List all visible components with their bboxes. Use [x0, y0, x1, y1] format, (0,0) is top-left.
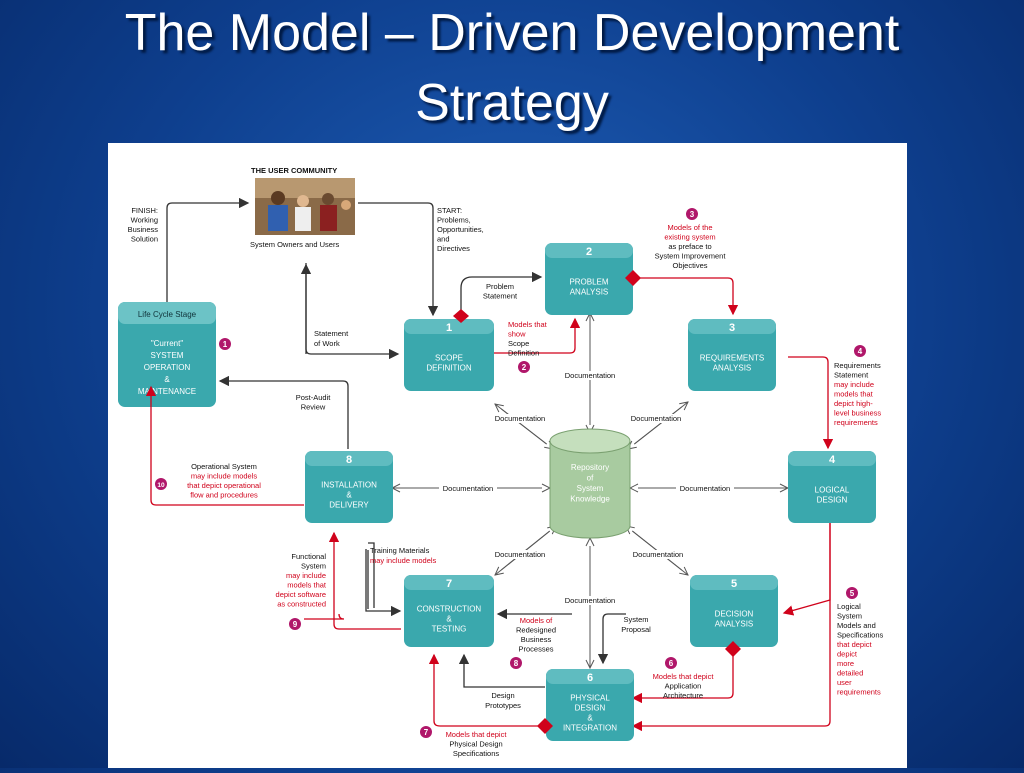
- annotation-marker: [420, 726, 432, 738]
- documentation-label: Documentation: [565, 596, 615, 605]
- phase-number: 7: [446, 578, 452, 590]
- documentation-label: Documentation: [495, 414, 545, 423]
- phase-number: 3: [729, 322, 735, 334]
- phase-number: 8: [346, 454, 352, 466]
- phase-number: 6: [587, 672, 593, 684]
- slide-title-line1: The Model – Driven Development: [124, 4, 900, 62]
- documentation-label: Documentation: [495, 550, 545, 559]
- lifecycle-header: Life Cycle Stage: [138, 310, 197, 319]
- annotation-marker: [289, 618, 301, 630]
- documentation-label: Documentation: [680, 484, 730, 493]
- annotation-marker: [219, 338, 231, 350]
- annotation-number: 4: [858, 347, 863, 356]
- annotation-number: 5: [850, 589, 855, 598]
- annotation-marker: [665, 657, 677, 669]
- annotation-number: 10: [157, 482, 165, 489]
- phase-number: 5: [731, 578, 737, 590]
- annotation-number: 7: [424, 728, 429, 737]
- annotation-marker: [518, 361, 530, 373]
- annotation-number: 9: [293, 620, 298, 629]
- annotation-marker: [686, 208, 698, 220]
- phase-number: 4: [829, 454, 836, 466]
- slide-title-line2: Strategy: [415, 74, 609, 132]
- annotation-number: 3: [690, 210, 695, 219]
- annotation-number: 2: [522, 363, 527, 372]
- annotation-marker: [155, 478, 167, 490]
- phase-number: 1: [446, 322, 452, 334]
- annotation-number: 6: [669, 659, 674, 668]
- annotation-markers: 1 2 3 4 5 6 7 8 9 10: [155, 208, 866, 738]
- documentation-label: Documentation: [631, 414, 681, 423]
- annotation-marker: [854, 345, 866, 357]
- phase-label: CONSTRUCTION&TESTING: [417, 605, 482, 634]
- training-red-label: may include models: [370, 556, 437, 565]
- diagram-panel: THE USER COMMUNITY System Owners and Use…: [108, 143, 907, 768]
- phase-label: INSTALLATION&DELIVERY: [321, 481, 377, 510]
- documentation-label: Documentation: [443, 484, 493, 493]
- training-label: Training Materials: [370, 546, 430, 555]
- documentation-label: Documentation: [633, 550, 683, 559]
- annotation-number: 1: [223, 340, 228, 349]
- phase-number: 2: [586, 246, 592, 258]
- annotation-number: 8: [514, 659, 519, 668]
- documentation-label: Documentation: [565, 371, 615, 380]
- diagram-svg: THE USER COMMUNITY System Owners and Use…: [118, 166, 884, 758]
- user-community-title: THE USER COMMUNITY: [251, 166, 337, 175]
- annotation-marker: [846, 587, 858, 599]
- user-community-caption: System Owners and Users: [250, 240, 339, 249]
- user-community-photo: [255, 178, 355, 235]
- annotation-marker: [510, 657, 522, 669]
